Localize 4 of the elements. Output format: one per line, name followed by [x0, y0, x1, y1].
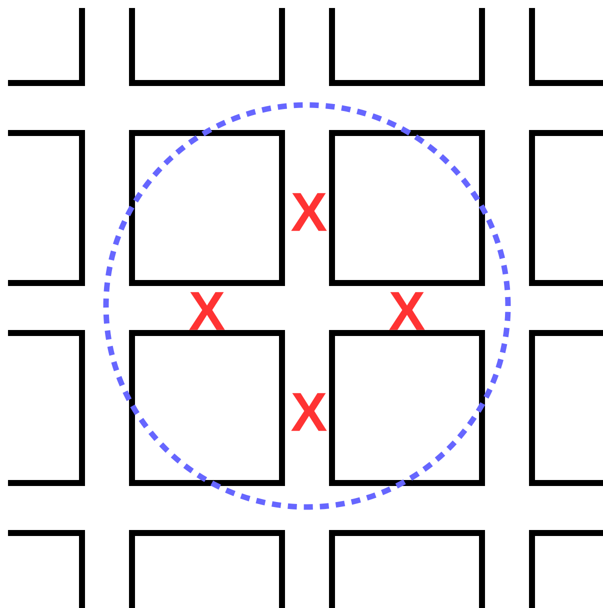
cross-mark: X: [189, 292, 225, 330]
cross-mark: X: [389, 292, 425, 330]
cross-mark: X: [291, 193, 327, 231]
cross-mark: X: [291, 393, 327, 431]
